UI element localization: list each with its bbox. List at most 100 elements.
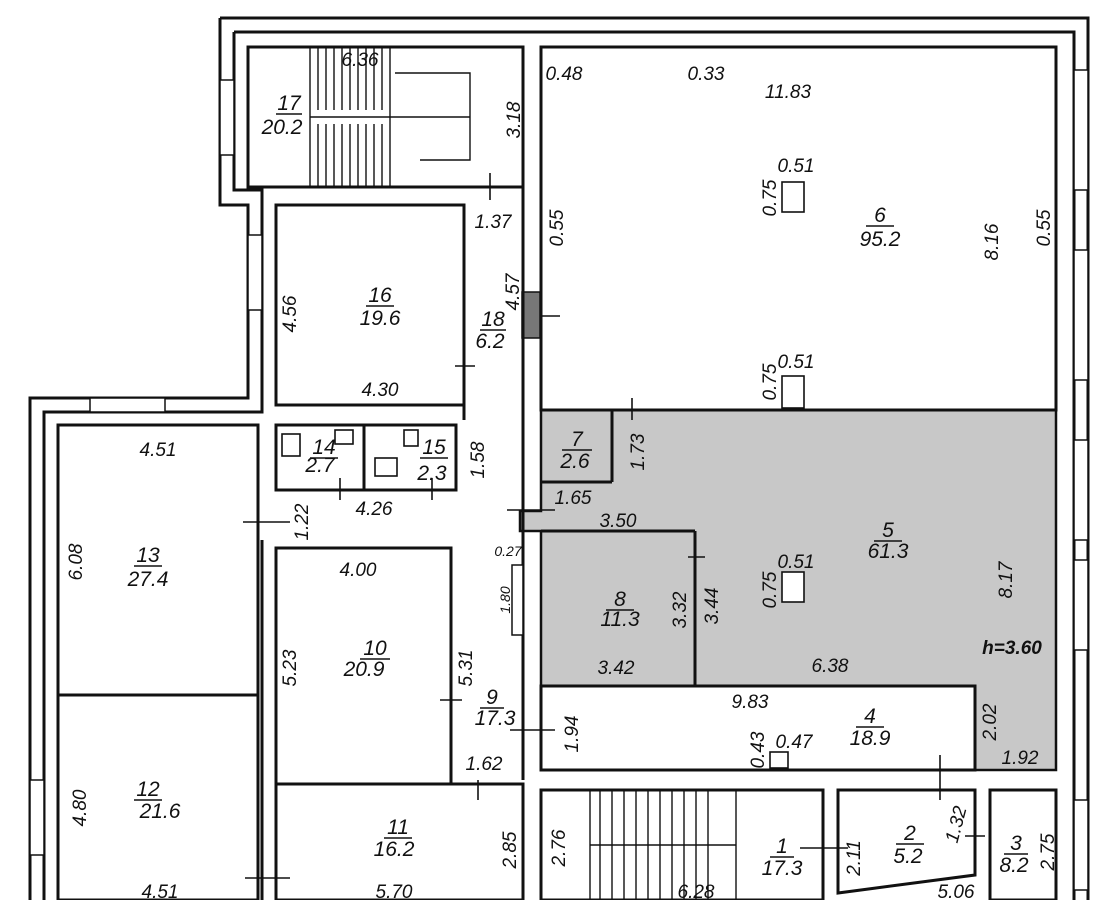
room-1-walls [539, 788, 825, 900]
room-17-number: 17 [277, 92, 302, 115]
dim-label: 2.11 [844, 840, 865, 877]
room-label-9: 9 17.3 [475, 686, 516, 730]
dim-label: 6.08 [66, 543, 87, 580]
room-label-4: 4 18.9 [850, 705, 891, 750]
dim-label: 8.17 [996, 560, 1017, 598]
dim-label: 1.92 [1002, 748, 1039, 769]
dim-label: 6.28 [678, 882, 715, 900]
dim-label: 4.56 [280, 295, 301, 332]
dim-label: 1.22 [292, 503, 313, 540]
room-label-5: 5 61.3 [868, 519, 909, 563]
room-3-area: 8.2 [999, 854, 1029, 877]
dim-label: 0.47 [776, 732, 814, 753]
room-4-walls [539, 684, 977, 772]
room-11-number: 11 [387, 816, 409, 839]
room-label-3: 3 8.2 [999, 832, 1029, 877]
dim-label: 4.51 [142, 882, 179, 900]
room-6-walls [539, 45, 1058, 412]
dim-label: 3.50 [600, 511, 637, 532]
dim-label: 0.55 [1034, 209, 1055, 246]
room-label-8: 8 11.3 [600, 588, 640, 631]
room-9-area: 17.3 [475, 707, 516, 730]
dim-label: 8.16 [982, 223, 1003, 260]
dim-label: 11.83 [765, 82, 812, 103]
column-6a [781, 181, 805, 213]
room-16-number: 16 [368, 284, 392, 307]
dim-label: 1.94 [562, 716, 583, 753]
room-12-walls [56, 693, 260, 900]
room-7-area: 2.6 [559, 450, 590, 473]
room-5-area: 61.3 [868, 540, 909, 563]
room-label-12: 12 21.6 [134, 778, 181, 823]
dim-label: 5.23 [280, 649, 301, 686]
dimension-labels: 6.36 0.48 0.33 11.83 0.51 1.37 4.30 0.51… [140, 50, 1039, 900]
column-6b [781, 375, 805, 409]
room-14-number: 14 [312, 436, 335, 459]
dim-label: 3.44 [702, 588, 723, 625]
stair-1 [589, 790, 737, 900]
room-label-10: 10 20.9 [343, 637, 390, 681]
dim-label: 4.51 [140, 440, 177, 461]
toilet-icon-14 [281, 433, 301, 457]
dim-label: 3.18 [504, 101, 525, 138]
dim-label: 0.27 [494, 543, 522, 559]
stair-17 [309, 47, 471, 187]
dim-label: 0.51 [778, 352, 815, 373]
dim-label: 5.31 [456, 650, 477, 687]
room-12-number: 12 [136, 778, 160, 801]
dim-label: 0.75 [760, 363, 781, 400]
room-10-area: 20.9 [343, 658, 385, 681]
room-14-area: 2.7 [304, 454, 336, 477]
dim-label: 1.58 [468, 441, 489, 478]
dim-label: 0.75 [760, 571, 781, 608]
room-6-number: 6 [874, 204, 886, 227]
dim-label: 0.43 [748, 731, 769, 768]
dimension-labels-vertical: 3.18 0.75 0.55 8.16 0.55 4.57 4.56 0.75 … [66, 101, 1059, 877]
room-label-13: 13 27.4 [127, 544, 169, 591]
dim-label: 2.75 [1038, 833, 1059, 871]
dim-label: 3.32 [670, 591, 691, 628]
door-ticks [243, 173, 985, 879]
room-2-walls [836, 788, 977, 895]
dim-label: 9.83 [732, 692, 769, 713]
room-4-area: 18.9 [850, 727, 891, 750]
dim-label: 1.37 [475, 212, 513, 233]
dim-label: 5.06 [938, 882, 975, 900]
room-18-area: 6.2 [475, 330, 505, 353]
room-5-number: 5 [882, 519, 894, 542]
hatched-column [521, 291, 541, 339]
room-8-number: 8 [614, 588, 626, 611]
dim-label: 1.73 [628, 433, 649, 470]
room-label-18: 18 6.2 [475, 308, 506, 353]
room-8-area: 11.3 [600, 608, 640, 631]
room-15-area: 2.3 [416, 462, 447, 485]
room-9-number: 9 [486, 686, 498, 709]
room-label-6: 6 95.2 [860, 204, 901, 251]
dim-label: 1.62 [466, 754, 503, 775]
room-label-17: 17 20.2 [261, 92, 303, 139]
dim-label: 6.38 [812, 656, 849, 677]
dim-label: 6.36 [342, 50, 379, 71]
room-17-area: 20.2 [261, 116, 303, 139]
dim-label: 0.75 [760, 179, 781, 216]
dim-label: 0.51 [778, 156, 815, 177]
dim-label: 0.55 [547, 209, 568, 246]
dim-label: 2.85 [500, 831, 521, 869]
dim-label: 4.00 [340, 560, 377, 581]
dim-label: 4.80 [70, 789, 91, 826]
room-1-number: 1 [776, 835, 788, 858]
dim-label: 3.42 [598, 658, 635, 679]
sink-icon-14 [334, 429, 354, 445]
room-17-walls [246, 45, 525, 189]
room-label-7: 7 2.6 [559, 428, 592, 473]
dim-label: 5.70 [376, 882, 413, 900]
room-label-16: 16 19.6 [360, 284, 401, 330]
sink-icon-15 [403, 429, 419, 447]
dim-label: 4.26 [356, 499, 393, 520]
room-13-area: 27.4 [127, 568, 169, 591]
dim-label: 0.33 [688, 64, 725, 85]
dim-label: 2.76 [549, 829, 570, 867]
ceiling-height-label: h=3.60 [982, 638, 1042, 659]
dim-label: 0.51 [778, 552, 815, 573]
